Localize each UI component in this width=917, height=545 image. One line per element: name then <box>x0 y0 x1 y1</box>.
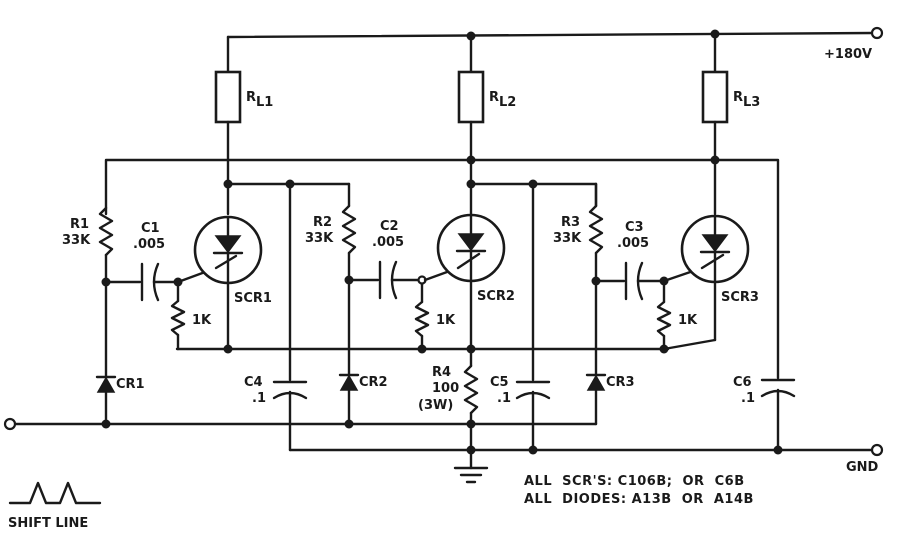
capacitor-c5 <box>515 182 551 452</box>
resistor-r1 <box>98 206 114 257</box>
r4-name: R4 <box>432 365 451 380</box>
c6-name: C6 <box>733 375 752 390</box>
ground-icon <box>453 466 489 484</box>
resistor-1k-stage1 <box>170 299 186 337</box>
r2-value: 33K <box>305 231 334 246</box>
c1-value: .005 <box>133 237 165 252</box>
ground-terminal <box>870 443 884 457</box>
r3-value: 33K <box>553 231 582 246</box>
supply-terminal <box>870 26 884 40</box>
load-resistor-rl3 <box>701 70 729 124</box>
rl3-name: R <box>733 90 743 105</box>
note-scrs: ALL SCR'S: C106B; OR C6B <box>524 474 745 489</box>
c2-name: C2 <box>380 219 399 234</box>
supply-rail <box>226 31 875 39</box>
input-terminal <box>3 417 17 431</box>
c5-value: .1 <box>497 391 511 406</box>
r4-value: 100 <box>432 381 459 396</box>
scr2-symbol <box>436 213 506 283</box>
c6-value: .1 <box>741 391 755 406</box>
note-diodes: ALL DIODES: A13B OR A14B <box>524 492 754 507</box>
resistor-r2 <box>341 204 357 255</box>
pulse-train-icon <box>8 481 102 505</box>
rl1-name: R <box>246 90 256 105</box>
c2-value: .005 <box>372 235 404 250</box>
capacitor-c4 <box>272 182 308 452</box>
rl2-name: R <box>489 90 499 105</box>
c3-name: C3 <box>625 220 644 235</box>
rl2-sub: L2 <box>499 95 516 110</box>
c1-name: C1 <box>141 221 160 236</box>
scr3-symbol <box>680 214 750 284</box>
stage-2 <box>338 34 598 426</box>
load-resistor-rl2 <box>457 70 485 124</box>
resistor-1k-stage2 <box>414 300 430 338</box>
stage-3 <box>585 32 750 426</box>
capacitor-c6 <box>760 378 796 452</box>
resistor-r3 <box>588 204 604 255</box>
scr1-label: SCR1 <box>234 291 272 306</box>
r3-name: R3 <box>561 215 580 230</box>
resistor-1k-stage3 <box>656 300 672 338</box>
ground-label: GND <box>846 460 879 475</box>
supply-label: +180V <box>824 47 872 62</box>
scr1-symbol <box>193 215 263 285</box>
gate-res-2-label: 1K <box>436 313 456 328</box>
diode-cr2 <box>338 373 360 391</box>
rl1-label: RL1 <box>246 90 273 110</box>
junction-dots <box>101 29 783 455</box>
input-label: SHIFT LINE <box>8 516 88 531</box>
r2-name: R2 <box>313 215 332 230</box>
gate-res-3-label: 1K <box>678 313 698 328</box>
cr1-label: CR1 <box>116 377 145 392</box>
cr2-label: CR2 <box>359 375 388 390</box>
scr2-label: SCR2 <box>477 289 515 304</box>
gate-res-1-label: 1K <box>192 313 212 328</box>
c4-name: C4 <box>244 375 263 390</box>
feedback-line <box>104 158 780 380</box>
c3-value: .005 <box>617 236 649 251</box>
diode-cr3 <box>585 373 607 391</box>
stage-1 <box>95 35 351 426</box>
r1-value: 33K <box>62 233 91 248</box>
rl1-sub: L1 <box>256 95 273 110</box>
cr3-label: CR3 <box>606 375 635 390</box>
c5-name: C5 <box>490 375 509 390</box>
load-resistor-rl1 <box>214 70 242 124</box>
scr3-label: SCR3 <box>721 290 759 305</box>
rl3-label: RL3 <box>733 90 760 110</box>
rl3-sub: L3 <box>743 95 760 110</box>
c4-value: .1 <box>252 391 266 406</box>
r4-rating: (3W) <box>418 398 453 413</box>
rl2-label: RL2 <box>489 90 516 110</box>
diode-cr1 <box>95 375 117 393</box>
r1-name: R1 <box>70 217 89 232</box>
